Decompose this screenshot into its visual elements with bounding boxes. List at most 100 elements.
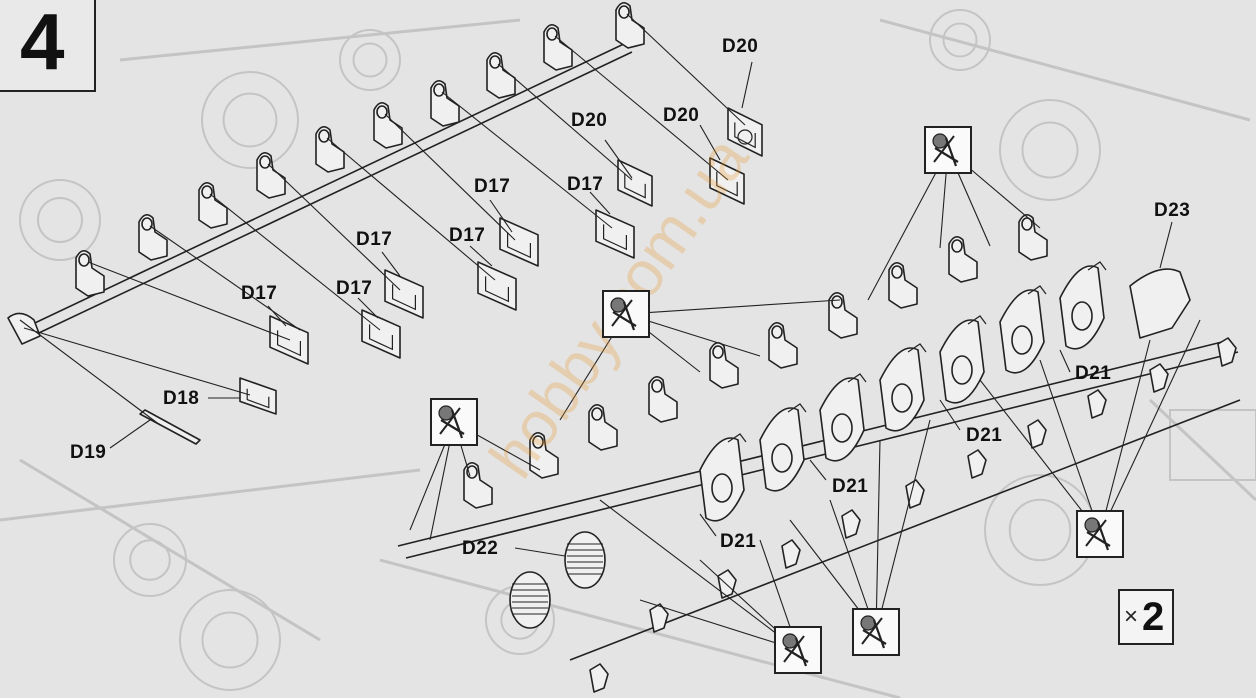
bracket-pin [951,239,963,253]
leader-line [149,225,301,331]
faded-wheel [201,71,299,169]
faded-wheel-hub [201,611,259,669]
leader-line [939,399,961,431]
leader-line [497,63,633,181]
part-label-d17: D17 [336,278,373,299]
cut-slash [611,299,633,327]
nippers-head [438,405,454,421]
cut-slash [783,635,805,663]
leader-line [875,439,881,633]
bracket-pin [546,27,558,41]
faded-wheel-hub [352,42,388,78]
leader-line [554,35,729,181]
hull-lower-rail [397,339,1241,661]
nippers-head [932,133,948,149]
faded-line [379,558,901,698]
part-d21-hub [1071,301,1093,331]
bracket-pin [318,129,330,143]
bracket-pin [831,295,843,309]
nippers-icon [782,633,809,667]
faded-wheel [929,9,991,71]
bracket-pin [78,253,90,267]
part-d17-plate-detail [603,224,627,251]
faded-wheel [999,99,1101,201]
leader-line [357,297,379,319]
part-d21-hub [891,383,913,413]
cut-sprue-icon [430,398,478,446]
part-label-d22: D22 [462,538,499,559]
road-wheel-fitting [781,539,801,569]
leader-line [589,191,611,215]
nippers-icon [438,405,465,439]
part-label-d17: D17 [474,176,511,197]
cut-sprue-icon [852,608,900,656]
faded-wheel-hub [37,197,83,243]
cut-sprue-icon [1076,510,1124,558]
nippers-icon [860,615,887,649]
leader-line [267,305,287,327]
bracket-pin [1021,217,1033,231]
bracket-pin [712,345,724,359]
quantity-multiplier-box: × 2 [1118,589,1174,645]
road-wheel-fitting [717,569,737,599]
faded-line [879,18,1251,122]
road-wheel-fitting [1217,337,1237,367]
bracket-pin [532,435,544,449]
part-d17-plate-detail [369,324,393,351]
part-d20-plate-detail [716,171,738,197]
part-d21-tip [1027,285,1047,295]
part-label-d17: D17 [356,229,393,250]
nippers-head [1084,517,1100,533]
part-d17-plate [499,217,539,267]
leader-line [441,91,613,229]
leader-line [1059,349,1071,373]
part-d22-wheel [564,531,606,589]
road-wheel-fitting [649,603,669,633]
part-d17-plate [595,209,635,259]
cut-slash [439,407,461,435]
part-label-d21: D21 [966,425,1003,446]
part-label-d17: D17 [567,174,604,195]
part-d20-plate [709,157,745,205]
part-d21-tip [1087,261,1107,271]
cut-sprue-icon [774,626,822,674]
nippers-icon [932,133,959,167]
bracket-pin [891,265,903,279]
faded-wheel [179,589,281,691]
leader-line [625,299,841,315]
part-d23 [1129,268,1191,339]
leader-line [604,139,633,179]
cut-slash [1085,519,1107,547]
part-d21-hub [711,473,733,503]
road-wheel-fitting [841,509,861,539]
leader-line [875,419,931,633]
part-d21-hub [831,413,853,443]
faded-wheel-hub [942,22,978,58]
leader-line [867,149,949,301]
part-d21-tip [847,373,867,383]
nippers-head [860,615,876,631]
leader-line [741,61,753,109]
bracket-pin [141,217,153,231]
leader-line [1159,221,1173,269]
part-d21-hub [1011,325,1033,355]
part-d21-tip [787,403,807,413]
leader-line [626,13,746,126]
rail-end-cap [7,312,41,345]
leader-line [699,124,721,161]
road-wheel-fitting [1149,363,1169,393]
leader-line [267,163,401,291]
part-d17-plate-detail [392,284,416,311]
faded-wheel-hub [1021,121,1079,179]
part-d17-plate [477,261,517,311]
part-label-d20: D20 [722,36,759,57]
part-d18-plate [239,377,277,415]
multiplier-count: 2 [1142,595,1165,639]
part-d21-hub [951,355,973,385]
leader-line [639,599,799,651]
nippers-icon [1084,517,1111,551]
road-wheel-fitting [589,663,609,693]
leader-line [514,547,566,557]
part-label-d19: D19 [70,442,107,463]
